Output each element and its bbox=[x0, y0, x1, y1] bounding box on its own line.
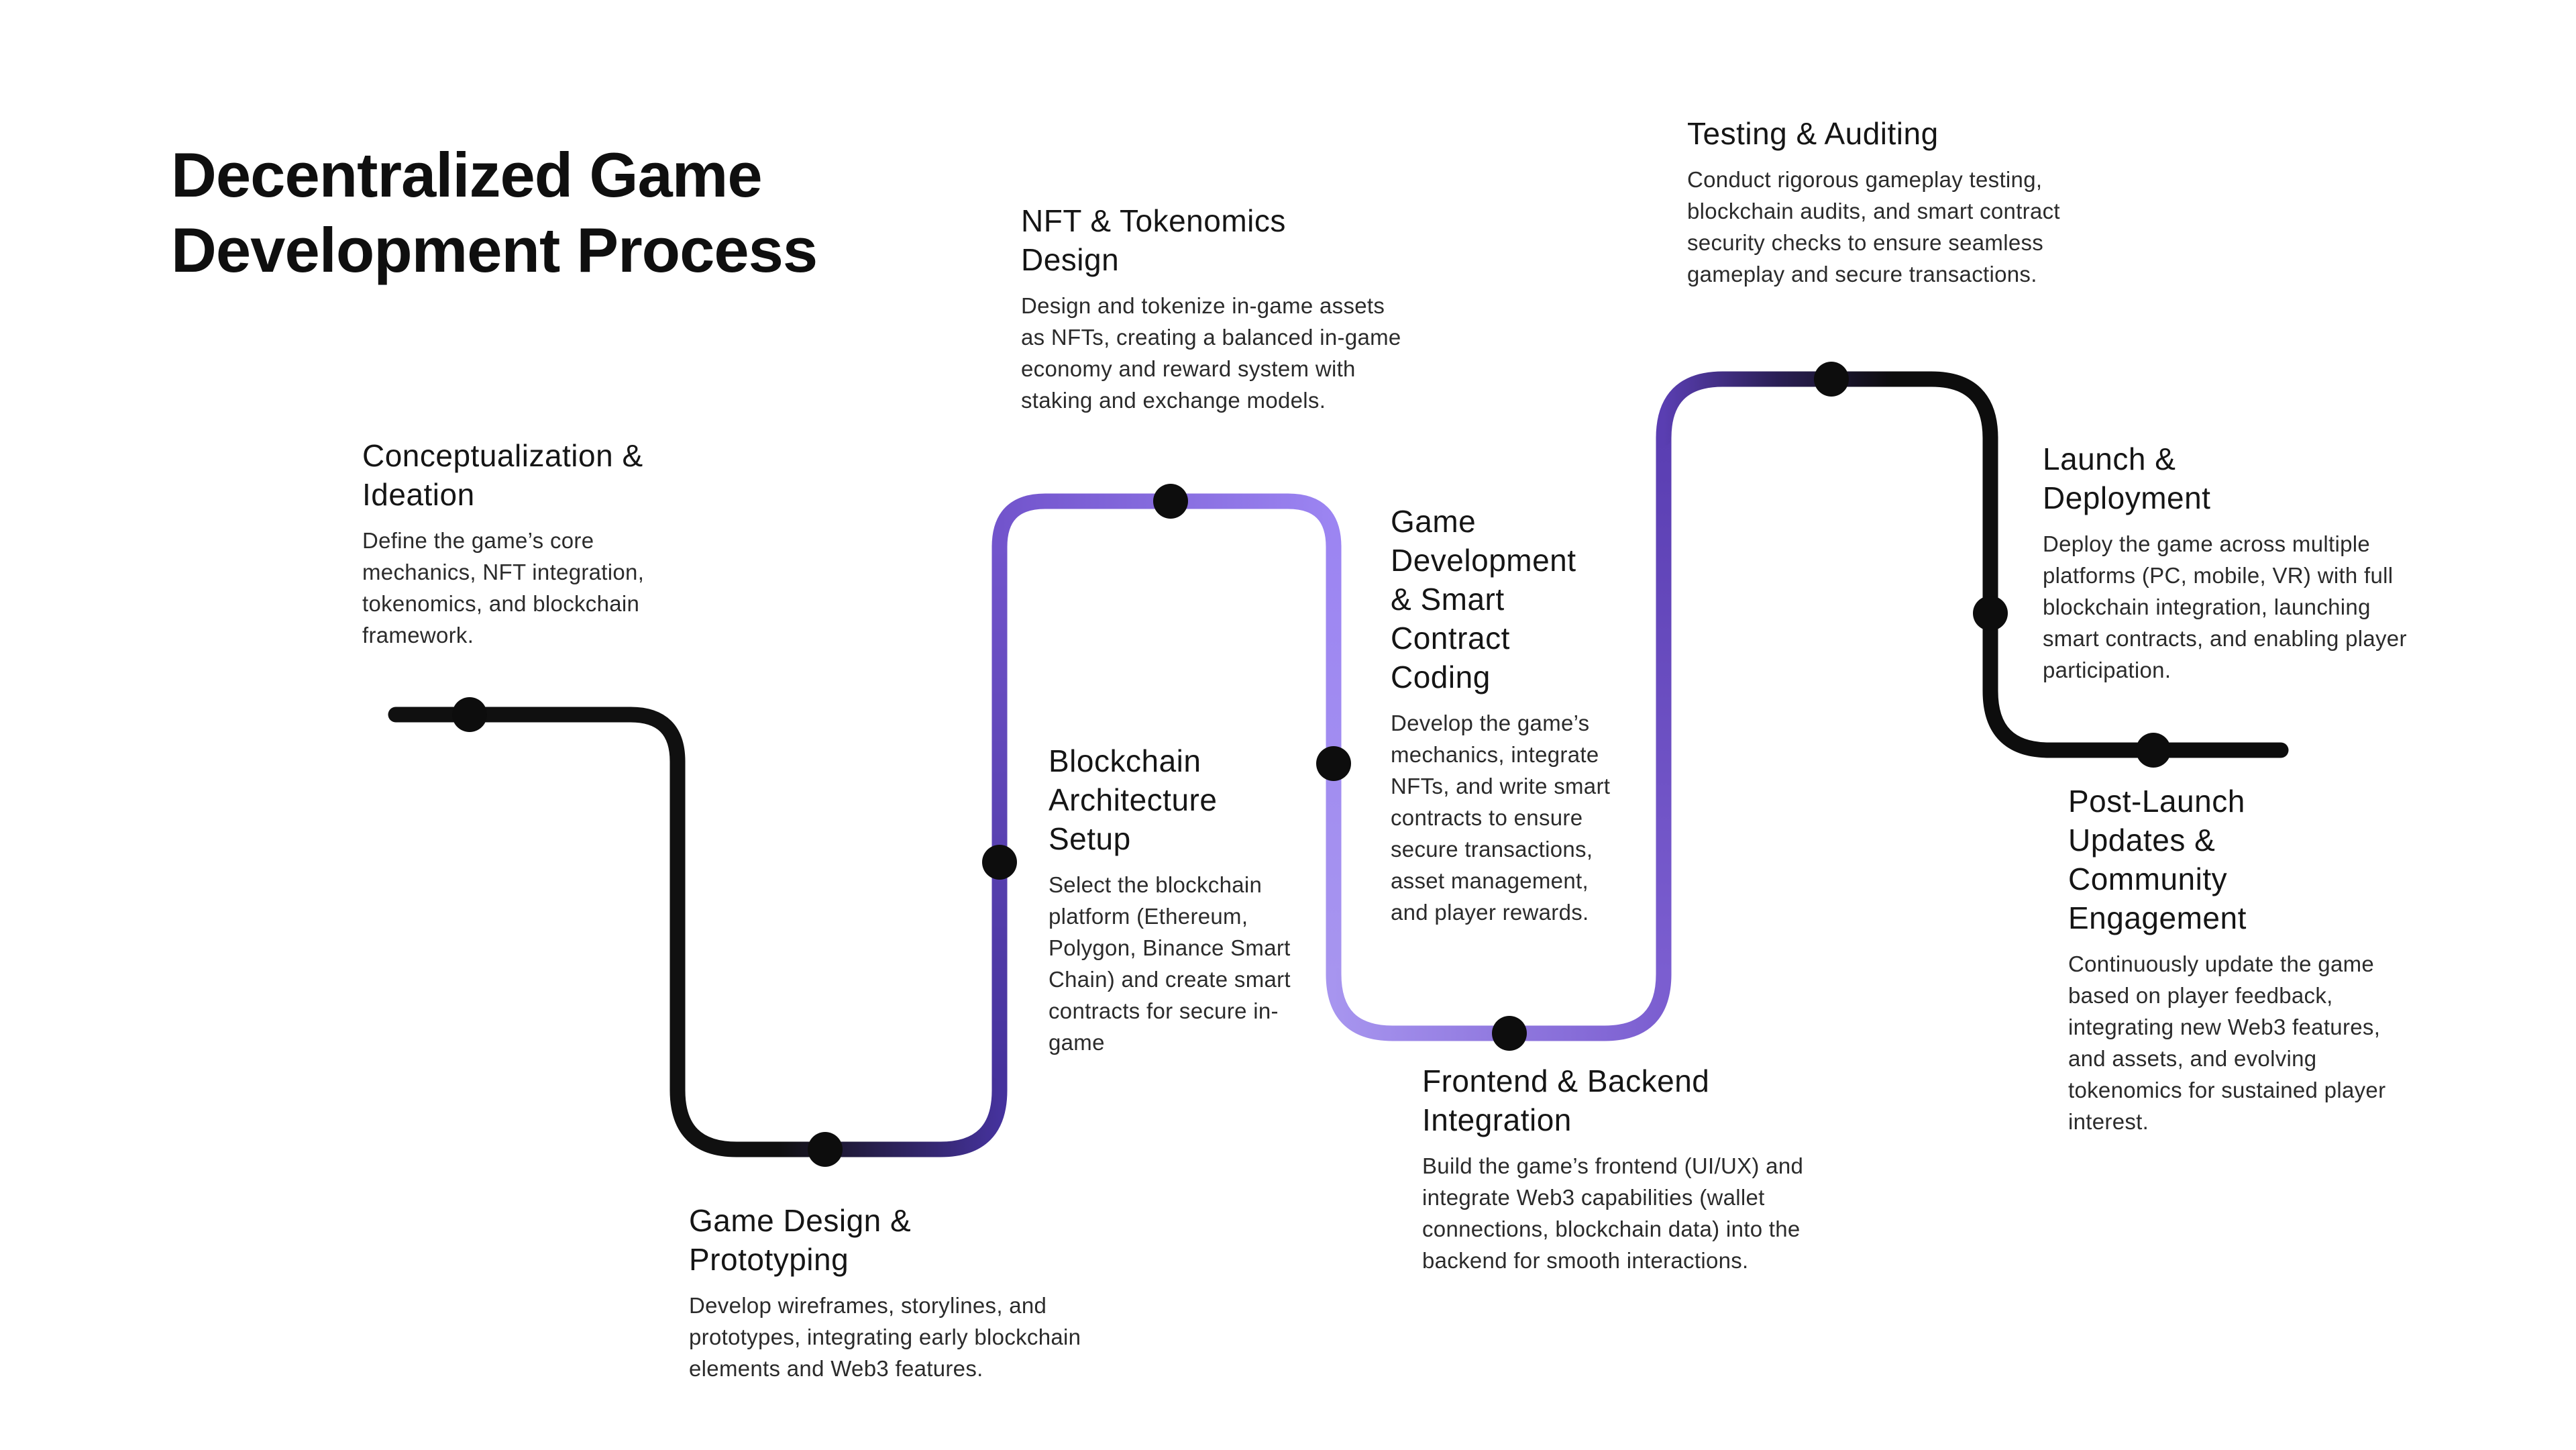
dot-blockchain-architecture bbox=[982, 845, 1017, 880]
stage-nft-tokenomics: NFT & Tokenomics Design Design and token… bbox=[1021, 201, 1410, 416]
dot-nft-tokenomics bbox=[1153, 484, 1188, 519]
stage-conceptualization: Conceptualization & Ideation Define the … bbox=[362, 436, 711, 651]
dot-launch-deployment bbox=[1973, 596, 2008, 631]
stage-description: Select the blockchain platform (Ethereum… bbox=[1049, 872, 1291, 1055]
dot-testing-auditing bbox=[1814, 362, 1849, 397]
stage-title: Testing & Auditing bbox=[1687, 116, 1939, 151]
stage-post-launch: Post-Launch Updates & Community Engageme… bbox=[2068, 782, 2417, 1137]
dot-game-design bbox=[808, 1132, 843, 1167]
stage-game-design: Game Design & Prototyping Develop wirefr… bbox=[689, 1201, 1118, 1384]
stage-description: Build the game’s frontend (UI/UX) and in… bbox=[1422, 1153, 1804, 1273]
stage-description: Continuously update the game based on pl… bbox=[2068, 951, 2386, 1134]
stage-description: Deploy the game across multiple platform… bbox=[2043, 531, 2407, 682]
stage-title: NFT & Tokenomics Design bbox=[1021, 203, 1286, 277]
stage-description: Develop wireframes, storylines, and prot… bbox=[689, 1293, 1081, 1381]
stage-frontend-backend: Frontend & Backend Integration Build the… bbox=[1422, 1061, 1845, 1276]
dot-post-launch bbox=[2136, 733, 2171, 768]
stage-title: Conceptualization & Ideation bbox=[362, 438, 643, 512]
dot-game-development bbox=[1316, 746, 1351, 781]
stage-title: Post-Launch Updates & Community Engageme… bbox=[2068, 784, 2247, 935]
stage-testing-auditing: Testing & Auditing Conduct rigorous game… bbox=[1687, 114, 2063, 290]
stage-blockchain-architecture: Blockchain Architecture Setup Select the… bbox=[1049, 741, 1317, 1058]
stage-title: Launch & Deployment bbox=[2043, 442, 2211, 515]
stage-description: Design and tokenize in-game assets as NF… bbox=[1021, 293, 1401, 413]
path-segment-end-black bbox=[1982, 430, 2289, 758]
stage-launch-deployment: Launch & Deployment Deploy the game acro… bbox=[2043, 439, 2432, 686]
dot-conceptualization bbox=[452, 697, 487, 732]
path-segment-start-black bbox=[388, 707, 786, 1157]
page-title: Decentralized Game Development Process bbox=[171, 140, 818, 285]
stage-description: Define the game’s core mechanics, NFT in… bbox=[362, 528, 645, 648]
stage-title: Blockchain Architecture Setup bbox=[1049, 743, 1218, 856]
stage-game-development: Game Development & Smart Contract Coding… bbox=[1391, 502, 1632, 928]
stage-description: Conduct rigorous gameplay testing, block… bbox=[1687, 167, 2060, 287]
stage-title: Frontend & Backend Integration bbox=[1422, 1064, 1710, 1137]
stage-title: Game Development & Smart Contract Coding bbox=[1391, 504, 1576, 694]
dot-frontend-backend bbox=[1492, 1016, 1527, 1051]
stage-title: Game Design & Prototyping bbox=[689, 1203, 912, 1277]
stage-description: Develop the game’s mechanics, integrate … bbox=[1391, 711, 1611, 925]
path-segment-black-to-purple bbox=[770, 1064, 1008, 1157]
